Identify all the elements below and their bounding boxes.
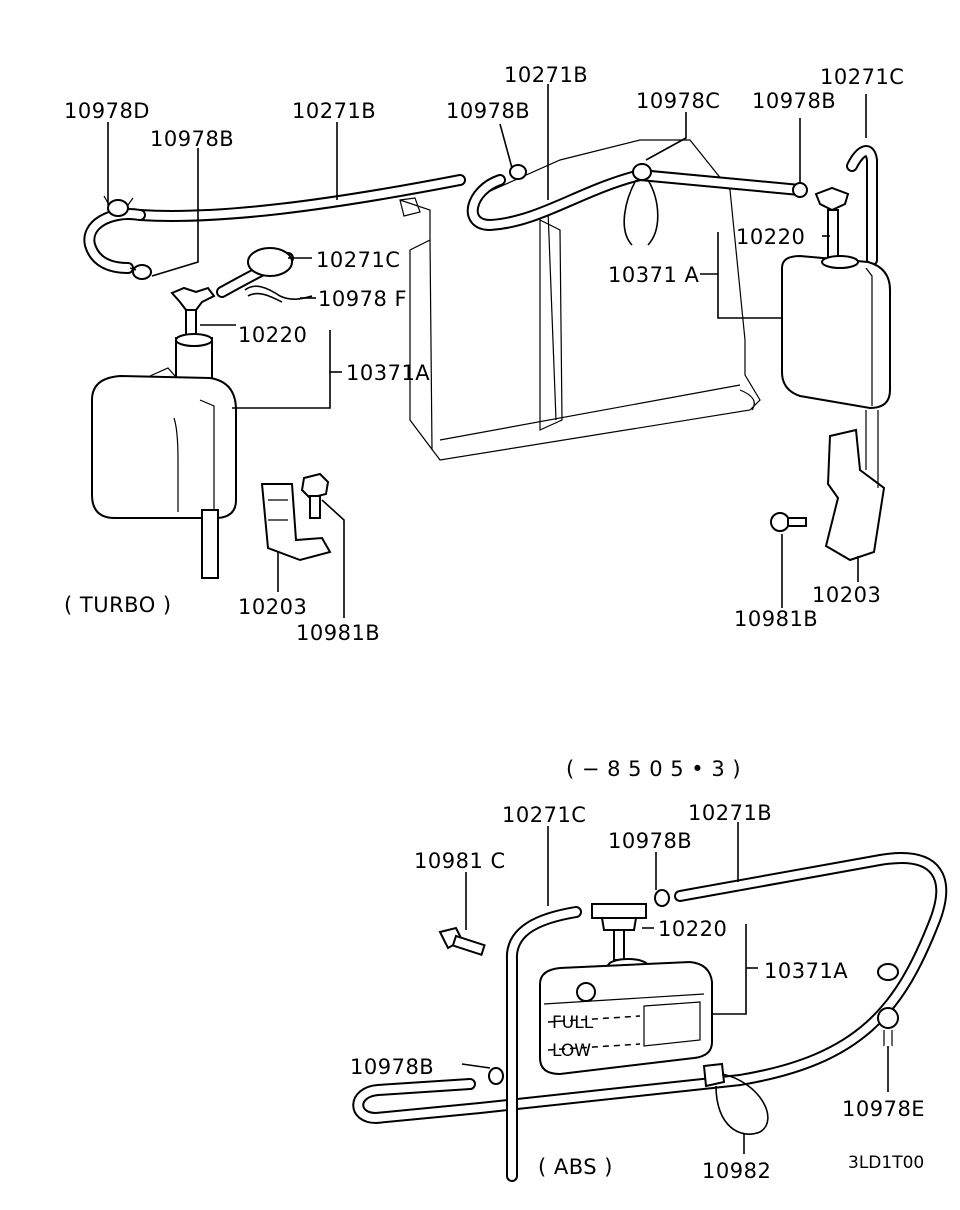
clamp-10978e (877, 963, 899, 1046)
label-10271c-b: 10271C (502, 803, 586, 827)
clamp-10978b-bottom-low (488, 1067, 504, 1085)
label-10371a-tl: 10371A (346, 361, 430, 385)
strap-10982 (702, 1062, 769, 1135)
label-10203-tr: 10203 (812, 583, 881, 607)
radiator-outline (399, 139, 761, 461)
label-10982: 10982 (702, 1159, 771, 1183)
label-10371a-b: 10371A (764, 959, 848, 983)
drain-tube-left (201, 509, 219, 579)
label-10978f: 10978 F (318, 287, 407, 311)
label-10271b-b: 10271B (688, 801, 772, 825)
cap-10220-right (814, 186, 850, 259)
clamp-10978b-r2 (792, 182, 808, 198)
label-10978c: 10978C (636, 89, 720, 113)
label-10978b-b2: 10978B (350, 1055, 434, 1079)
clamp-10978b-left (129, 264, 152, 280)
label-code: 3LD1T00 (848, 1153, 924, 1173)
label-10220-b: 10220 (658, 917, 727, 941)
bolt-10981c (438, 926, 486, 957)
turbo-assembly (83, 122, 466, 618)
abs-assembly: FULL LOW (352, 822, 948, 1182)
label-10981c: 10981 C (414, 849, 506, 873)
clamp-10978b-r1 (509, 164, 527, 180)
label-10271c-tl: 10271C (316, 248, 400, 272)
label-10978b-tr2: 10978B (752, 89, 836, 113)
label-10271c-tr: 10271C (820, 65, 904, 89)
label-10371a-tr: 10371 A (608, 263, 699, 287)
cap-10220-bottom (591, 903, 649, 974)
bolt-10981b-left (300, 472, 330, 519)
bracket-10203-left (260, 483, 332, 562)
label-10271b-tr: 10271B (504, 63, 588, 87)
bracket-10203-right (824, 410, 886, 562)
reservoir-tank-right (781, 254, 891, 410)
reservoir-tank-bottom: FULL LOW (539, 960, 713, 1076)
label-10978b-tl: 10978B (150, 127, 234, 151)
label-10220-tl: 10220 (238, 323, 307, 347)
label-10978b-b1: 10978B (608, 829, 692, 853)
label-low: LOW (552, 1041, 591, 1061)
label-10271b-tl: 10271B (292, 99, 376, 123)
label-10978e: 10978E (842, 1097, 925, 1121)
label-turbo: ( TURBO ) (64, 593, 172, 617)
reservoir-tank-left (91, 333, 237, 519)
label-10220-tr: 10220 (736, 225, 805, 249)
label-full: FULL (552, 1013, 594, 1033)
label-date-range: ( − 8 5 0 5 • 3 ) (566, 757, 741, 781)
label-abs: ( ABS ) (538, 1155, 613, 1179)
clamp-10978c (623, 163, 659, 246)
radiator-assembly (399, 84, 891, 608)
clamp-10978b-bottom-top (654, 889, 670, 907)
label-10978d: 10978D (64, 99, 150, 123)
label-10981b-tl: 10981B (296, 621, 380, 645)
label-10203-tl: 10203 (238, 595, 307, 619)
clamp-10978d (103, 195, 134, 217)
clamp-10978f (244, 285, 313, 303)
label-10981b-tr: 10981B (734, 607, 818, 631)
bolt-10981b-right (770, 512, 807, 532)
cap-10220-left (170, 286, 216, 339)
label-10978b-tr1: 10978B (446, 99, 530, 123)
